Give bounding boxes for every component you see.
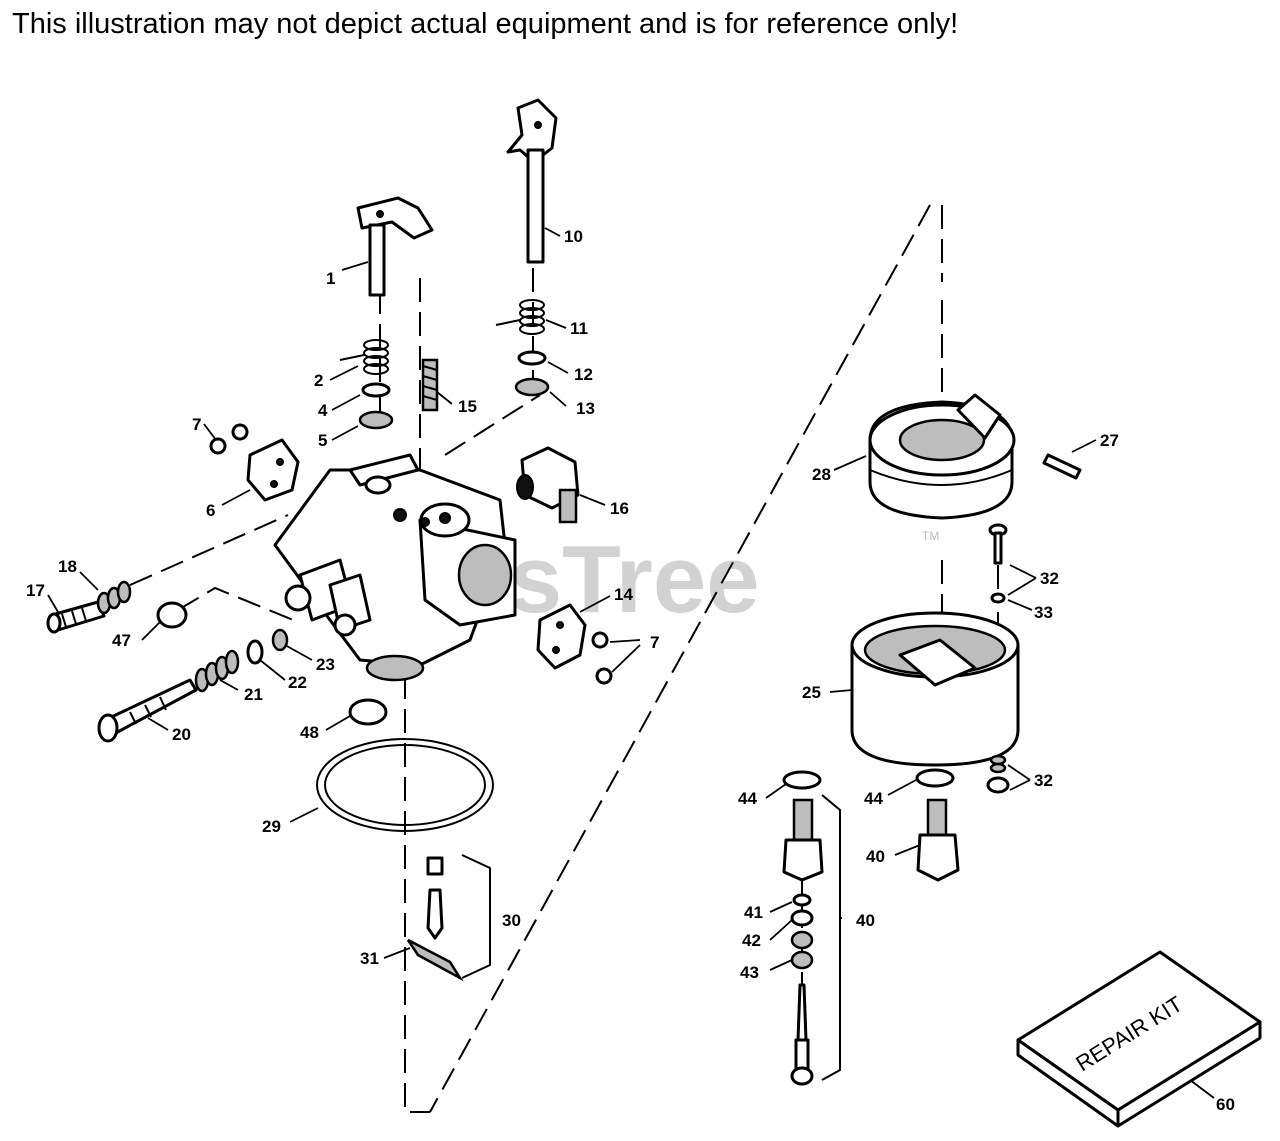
callout-13: 13 (576, 399, 595, 418)
callout-labels: 1 2 4 5 6 7 7 10 11 12 13 14 15 16 17 18… (26, 227, 1235, 1114)
callout-40-left: 40 (856, 911, 875, 930)
callout-22: 22 (288, 673, 307, 692)
callout-43: 43 (740, 963, 759, 982)
callout-28: 28 (812, 465, 831, 484)
callout-25: 25 (802, 683, 821, 702)
part-25-float-bowl (850, 611, 1020, 767)
part-1-choke-shaft (356, 196, 434, 297)
part-28-float (868, 393, 1016, 520)
callout-leaders (47, 227, 1215, 1099)
part-40-bowl-nut-right (915, 768, 960, 882)
callout-32-lower: 32 (1034, 771, 1053, 790)
callout-60: 60 (1216, 1095, 1235, 1114)
callout-5: 5 (318, 431, 327, 450)
callout-4: 4 (318, 401, 328, 420)
part-15-idle-spring (421, 358, 439, 412)
callout-18: 18 (58, 557, 77, 576)
callout-33: 33 (1034, 603, 1053, 622)
part-13-dust-seal (514, 377, 550, 397)
callout-42: 42 (742, 931, 761, 950)
callout-17: 17 (26, 581, 45, 600)
callout-10: 10 (564, 227, 583, 246)
callout-14: 14 (614, 585, 633, 604)
part-22-washer (246, 639, 264, 665)
part-40-bowl-nut-left (782, 770, 824, 882)
callout-32-upper: 32 (1040, 569, 1059, 588)
part-60-repair-kit: REPAIR KIT (1016, 950, 1262, 1128)
part-32-bowl-drain-pin (988, 523, 1008, 565)
callout-15: 15 (458, 397, 477, 416)
part-48-welch-plug (348, 698, 388, 726)
part-11-throttle-spring (495, 299, 545, 335)
bracket-40 (821, 794, 841, 1081)
callout-7-lower: 7 (650, 633, 659, 652)
part-16-fuel-inlet (516, 446, 580, 524)
callout-30: 30 (502, 911, 521, 930)
callout-47: 47 (112, 631, 131, 650)
callout-21: 21 (244, 685, 263, 704)
part-7-screws-upper (209, 423, 249, 455)
callout-23: 23 (316, 655, 335, 674)
part-6-choke-plate (246, 438, 300, 502)
disclaimer-text: This illustration may not depict actual … (12, 8, 959, 40)
callout-2: 2 (314, 371, 323, 390)
callout-31: 31 (360, 949, 379, 968)
part-21-needle-spring (194, 649, 240, 693)
part-40-main-nozzle (790, 983, 814, 1086)
part-10-throttle-shaft (506, 98, 558, 264)
part-29-bowl-gasket (316, 738, 494, 832)
callout-27: 27 (1100, 431, 1119, 450)
carburetor-body (273, 453, 517, 682)
callout-29: 29 (262, 817, 281, 836)
part-30-inlet-needle-seat (426, 856, 444, 940)
part-18-mixture-spring (96, 580, 132, 615)
callout-20: 20 (172, 725, 191, 744)
callout-44-left: 44 (738, 789, 757, 808)
part-20-main-adjust-needle (97, 678, 198, 743)
part-47-welch-plug (156, 601, 188, 629)
bracket-30 (461, 854, 491, 979)
callout-11: 11 (570, 319, 588, 338)
part-7-screws-lower (591, 631, 613, 685)
part-4-washer (361, 382, 391, 398)
part-2-choke-spring (339, 339, 389, 375)
callout-1: 1 (326, 269, 335, 288)
part-32-drain-spring (986, 754, 1010, 794)
part-23-o-ring (271, 628, 289, 652)
trademark-mark: TM (922, 529, 939, 543)
callout-48: 48 (300, 723, 319, 742)
callout-40-right: 40 (866, 847, 885, 866)
part-31-inlet-needle-clip (406, 938, 464, 982)
callout-6: 6 (206, 501, 215, 520)
part-27-float-pin (1042, 453, 1082, 480)
part-43-o-ring (790, 930, 814, 970)
part-14-throttle-plate (536, 603, 587, 670)
part-41-washer (792, 893, 812, 907)
part-33-washer (990, 592, 1006, 604)
callout-12: 12 (574, 365, 593, 384)
callout-41: 41 (744, 903, 763, 922)
callout-7-upper: 7 (192, 415, 201, 434)
part-5-dust-seal (358, 410, 394, 430)
callout-16: 16 (610, 499, 629, 518)
part-12-washer (517, 350, 547, 366)
part-42-washer (790, 909, 814, 927)
part-17-idle-mixture-screw (46, 600, 106, 634)
callout-44-right: 44 (864, 789, 883, 808)
